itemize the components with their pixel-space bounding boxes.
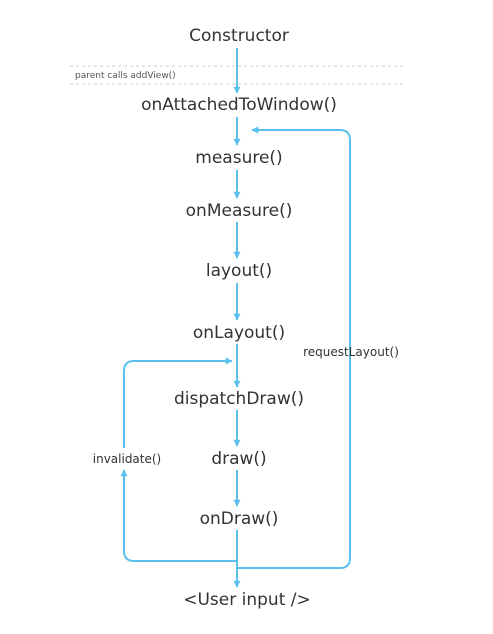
request-layout-label: requestLayout()	[303, 345, 399, 359]
stage-user-input: <User input />	[183, 590, 311, 610]
invalidate-label: invalidate()	[93, 452, 161, 466]
request-layout-loop	[237, 126, 351, 569]
addview-label: parent calls addView()	[75, 71, 176, 81]
stage-on-measure: onMeasure()	[186, 201, 293, 221]
stage-measure: measure()	[195, 148, 282, 168]
invalidate-loop-upper	[123, 357, 233, 448]
invalidate-loop-lower	[120, 469, 237, 562]
stage-constructor: Constructor	[189, 26, 289, 46]
stage-on-attached-to-window: onAttachedToWindow()	[141, 95, 337, 115]
stage-layout: layout()	[206, 261, 272, 281]
stage-dispatch-draw: dispatchDraw()	[174, 389, 304, 409]
stage-on-layout: onLayout()	[193, 323, 285, 343]
stage-draw: draw()	[211, 449, 266, 469]
stage-on-draw: onDraw()	[200, 509, 279, 529]
